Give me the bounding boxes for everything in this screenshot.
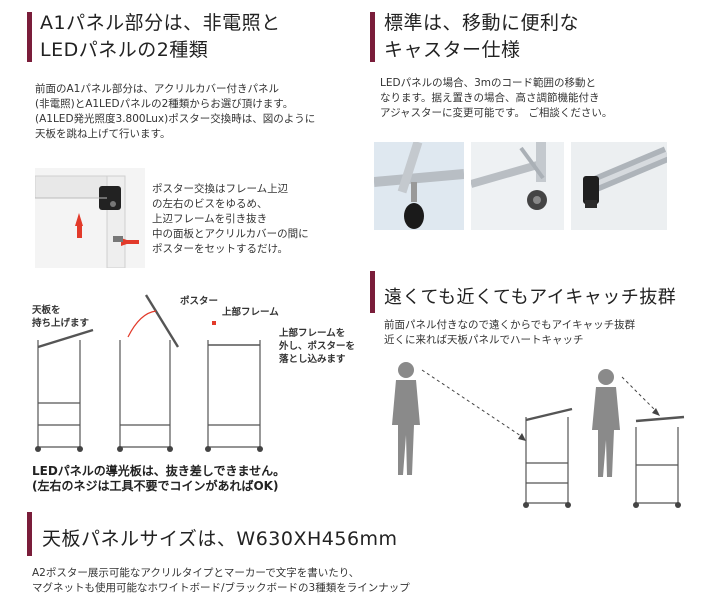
section4-title: 天板パネルサイズは、W630XH456mm [42, 528, 398, 550]
section1-body-line2: (非電照)とA1LEDパネルの2種類からお選び頂けます。 [35, 98, 294, 110]
adjuster-photo [571, 142, 667, 230]
section4-accent-bar [27, 512, 32, 556]
section3-body-line1: 前面パネル付きなので遠くからでもアイキャッチ抜群 [384, 319, 636, 331]
section3-body-line2: 近くに来れば天板パネルでハートキャッチ [384, 334, 584, 346]
section1-body-line4: 天板を跳ね上げて行います。 [35, 128, 171, 140]
diagram-lift-line1: 天板を [32, 305, 61, 316]
diagram-remove-line3: 落とし込みます [279, 354, 346, 365]
frame-closeup-photo [35, 168, 145, 268]
assembly-diagram [35, 294, 263, 452]
section2-accent-bar [370, 12, 375, 62]
section4-body-line1: A2ポスター展示可能なアクリルタイプとマーカーで文字を書いたり、 [32, 567, 360, 579]
diagram-lift-line2: 持ち上げます [32, 318, 90, 329]
section3-title: 遠くても近くてもアイキャッチ抜群 [384, 287, 677, 308]
poster-line3: 上辺フレームを引き抜き [152, 213, 268, 225]
section3-accent-bar [370, 271, 375, 313]
led-note-line1: LEDパネルの導光板は、抜き差しできません。 [32, 464, 286, 478]
section1-body-line3: (A1LED発光照度3.800Lux)ポスター交換時は、図のように [35, 113, 316, 125]
poster-line2: の左右のビスをゆるめ、 [152, 198, 268, 210]
section2-body-line3: アジャスターに変更可能です。 ご相談ください。 [380, 107, 613, 119]
poster-line1: ポスター交換はフレーム上辺 [152, 183, 289, 195]
led-note-line2: (左右のネジは工具不要でコインがあればOK) [32, 479, 279, 493]
section1-title-line2: LEDパネルの2種類 [40, 39, 209, 61]
poster-line4: 中の面板とアクリルカバーの間に [152, 228, 309, 240]
diagram-poster-label: ポスター [180, 296, 219, 307]
section2-body-line2: なります。据え置きの場合、高さ調節機能付き [380, 92, 600, 104]
section2-body-line1: LEDパネルの場合、3mのコード範囲の移動と [380, 77, 596, 89]
section1-accent-bar [27, 12, 32, 62]
diagram-remove-line2: 外し、ポスターを [279, 341, 356, 352]
caster-photo-2 [471, 142, 564, 230]
diagram-remove-line1: 上部フレームを [279, 328, 346, 339]
diagram-top-frame-label: 上部フレーム [222, 307, 279, 318]
poster-line5: ポスターをセットするだけ。 [152, 243, 288, 255]
eye-catch-illustration [392, 362, 685, 508]
section1-title-line1: A1パネル部分は、非電照と [40, 12, 281, 34]
section2-title-line1: 標準は、移動に便利な [384, 12, 580, 34]
caster-photo-1 [374, 142, 464, 230]
section4-body-line2: マグネットも使用可能なホワイトボード/ブラックボードの3種類をラインナップ [32, 582, 410, 594]
section1-body-line1: 前面のA1パネル部分は、アクリルカバー付きパネル [35, 83, 280, 95]
section2-title-line2: キャスター仕様 [384, 39, 521, 61]
